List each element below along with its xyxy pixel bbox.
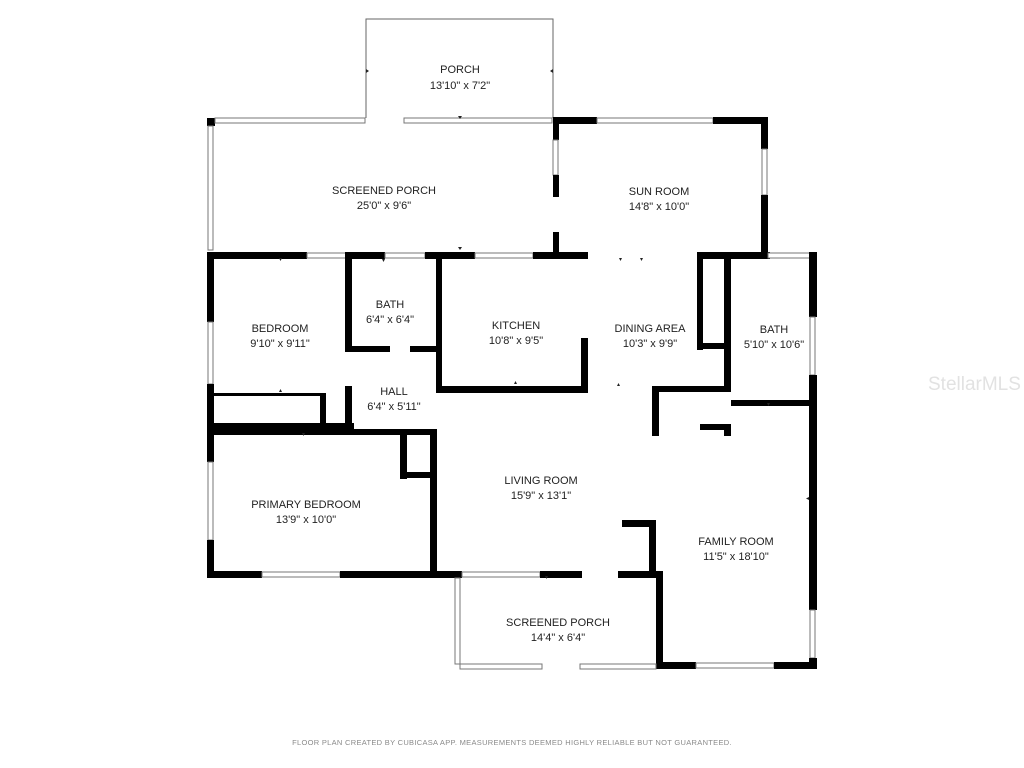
- sun-room-name: SUN ROOM: [629, 186, 690, 198]
- family-room-dims: 11'5" x 18'10": [703, 551, 769, 563]
- screened-porch-bottom-name: SCREENED PORCH: [506, 617, 610, 629]
- interior-walls: [207, 252, 809, 578]
- dining-area-dims: 10'3" x 9'9": [623, 338, 677, 350]
- sun-room-dims: 14'8" x 10'0": [629, 201, 689, 213]
- family-room-name: FAMILY ROOM: [698, 536, 773, 548]
- footer-disclaimer: FLOOR PLAN CREATED BY CUBICASA APP. MEAS…: [292, 738, 732, 747]
- dining-area-name: DINING AREA: [615, 323, 687, 335]
- primary-bedroom-dims: 13'9" x 10'0": [276, 514, 336, 526]
- living-room-dims: 15'9" x 13'1": [511, 490, 571, 502]
- exterior-walls: [207, 252, 817, 669]
- sun-room-walls: [553, 117, 768, 257]
- bath-left-dims: 6'4" x 6'4": [366, 314, 414, 326]
- dimension-ticks: [279, 69, 809, 579]
- screened-porch-bottom-dims: 14'4" x 6'4": [531, 632, 585, 644]
- kitchen-dims: 10'8" x 9'5": [489, 335, 543, 347]
- bedroom-name: BEDROOM: [252, 323, 309, 335]
- porch-dims: 13'10" x 7'2": [430, 80, 490, 92]
- porch-name: PORCH: [440, 64, 480, 76]
- bath-right-name: BATH: [760, 324, 789, 336]
- bedroom-dims: 9'10" x 9'11": [250, 338, 310, 350]
- screened-porch-top-walls: [207, 117, 559, 254]
- hall-dims: 6'4" x 5'11": [367, 401, 420, 413]
- porch-outline: [365, 18, 554, 118]
- living-room-name: LIVING ROOM: [504, 475, 577, 487]
- screened-porch-top-dims: 25'0" x 9'6": [357, 200, 411, 212]
- bath-right-dims: 5'10" x 10'6": [744, 339, 804, 351]
- stellarmls-watermark: StellarMLS: [928, 374, 1021, 395]
- screened-porch-top-name: SCREENED PORCH: [332, 185, 436, 197]
- room-labels: PORCH 13'10" x 7'2" SCREENED PORCH 25'0"…: [250, 64, 804, 644]
- hall-name: HALL: [380, 386, 408, 398]
- primary-bedroom-name: PRIMARY BEDROOM: [251, 499, 361, 511]
- bath-left-name: BATH: [376, 299, 405, 311]
- screened-porch-bottom-walls: [454, 577, 657, 670]
- kitchen-name: KITCHEN: [492, 320, 540, 332]
